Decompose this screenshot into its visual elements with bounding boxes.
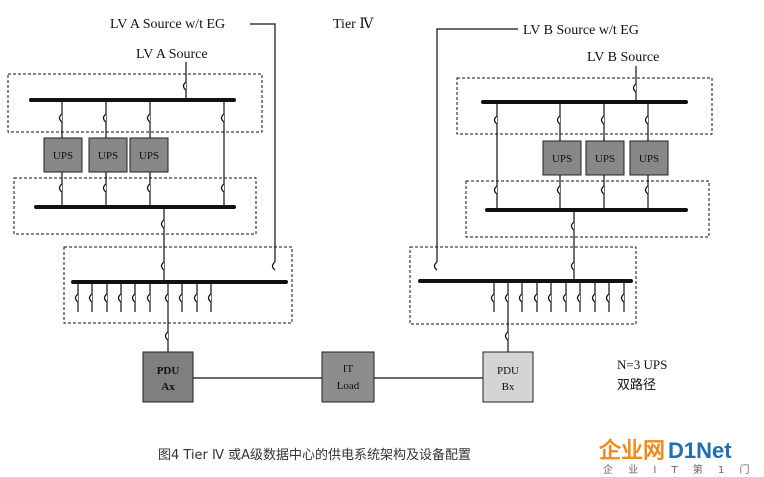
lv-a-eg-label: LV A Source w/t EG [110,17,225,32]
a-input-panel [7,73,263,133]
svg-text:Load: Load [337,380,360,392]
b-input-panel [456,77,713,135]
ups-b1: UPS [542,140,582,176]
logo-main-en: D1Net [668,438,732,463]
it-load-box: IT Load [321,351,375,403]
tier-title: Tier Ⅳ [333,17,374,32]
d1net-logo: 企业网 D1Net 企 业 I T 第 1 门 户 [598,438,764,476]
a-output-panel [13,177,257,235]
ups-a3: UPS [129,137,169,173]
svg-text:UPS: UPS [98,150,118,162]
b-distribution-panel [409,246,637,325]
svg-text:Ax: Ax [161,381,175,393]
b-output-panel [465,180,710,238]
a-distribution-panel [63,246,293,324]
svg-text:UPS: UPS [552,153,572,165]
eg-b-line [436,28,518,262]
pdu-a-box: PDU Ax [142,351,194,403]
lv-b-label: LV B Source [587,50,659,65]
ups-b3: UPS [629,140,669,176]
svg-text:UPS: UPS [53,150,73,162]
svg-text:Bx: Bx [502,381,515,393]
note-dual-path: 双路径 [617,377,656,393]
svg-text:PDU: PDU [497,365,519,377]
logo-main-cn: 企业网 [598,438,665,463]
pdu-b-box: PDU Bx [482,351,534,403]
svg-text:IT: IT [343,363,354,375]
note-ups-count: N=3 UPS [617,357,667,372]
eg-a-line [250,23,276,262]
ups-b2: UPS [585,140,625,176]
lv-a-label: LV A Source [136,47,208,62]
svg-text:PDU: PDU [157,365,180,377]
ups-a1: UPS [43,137,83,173]
svg-text:UPS: UPS [139,150,159,162]
svg-text:UPS: UPS [639,153,659,165]
svg-text:UPS: UPS [595,153,615,165]
ups-a2: UPS [88,137,128,173]
logo-subtitle: 企 业 I T 第 1 门 户 [603,463,764,476]
figure-caption: 图4 Tier Ⅳ 或A级数据中心的供电系统架构及设备配置 [158,447,471,463]
lv-b-eg-label: LV B Source w/t EG [523,23,639,38]
breakers [58,81,649,341]
